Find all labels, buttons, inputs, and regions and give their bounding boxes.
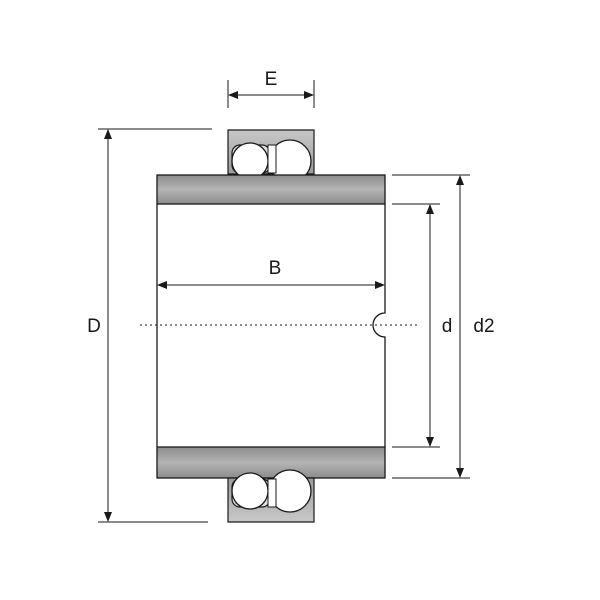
label-e: E xyxy=(265,69,278,90)
dimension-d-outer: D xyxy=(87,128,212,523)
dimension-b: B xyxy=(157,258,385,289)
top-inner-ring xyxy=(156,174,386,205)
top-outer-ring xyxy=(227,129,315,183)
dimension-d-bore: d xyxy=(392,203,453,448)
top-ball-left xyxy=(231,142,269,180)
label-d2: d2 xyxy=(473,316,494,337)
bottom-outer-ring xyxy=(227,469,315,523)
label-d-bore: d xyxy=(442,316,453,337)
label-b: B xyxy=(269,258,282,279)
label-d-outer: D xyxy=(87,316,101,337)
bottom-inner-ring xyxy=(156,446,386,479)
bottom-ball-left xyxy=(231,472,269,510)
dimension-e: E xyxy=(227,69,315,108)
dimension-d2: d2 xyxy=(392,174,495,479)
